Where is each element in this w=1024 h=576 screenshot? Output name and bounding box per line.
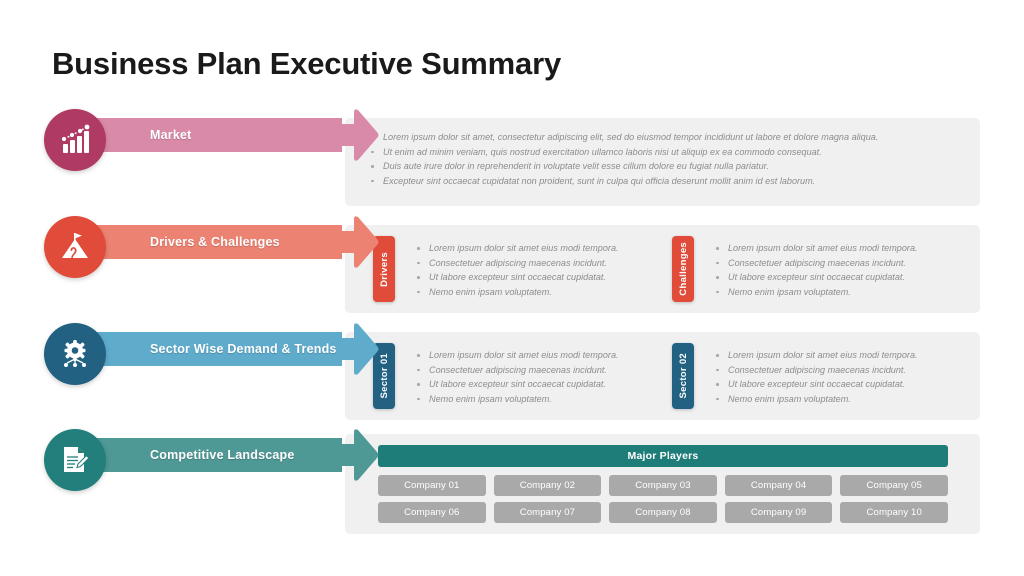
sector-02-bullet-list: Lorem ipsum dolor sit amet eius modi tem… xyxy=(712,348,918,406)
company-chip[interactable]: Company 02 xyxy=(493,475,602,496)
list-item: Consectetuer adipiscing maecenas incidun… xyxy=(712,363,918,378)
company-chip[interactable]: Company 10 xyxy=(840,502,948,523)
row-market: Lorem ipsum dolor sit amet, consectetur … xyxy=(0,109,1024,214)
list-item: Lorem ipsum dolor sit amet eius modi tem… xyxy=(712,348,918,363)
market-content-panel: Lorem ipsum dolor sit amet, consectetur … xyxy=(345,118,980,206)
arrow-head-icon xyxy=(324,107,380,163)
list-item: Ut labore excepteur sint occaecat cupida… xyxy=(413,377,619,392)
list-item: Ut labore excepteur sint occaecat cupida… xyxy=(712,270,918,285)
document-pencil-icon xyxy=(64,447,90,472)
drivers-challenges-arrow-label: Drivers & Challenges xyxy=(150,235,280,249)
arrow-head-icon xyxy=(324,427,380,483)
list-item: Nemo enim ipsam voluptatem. xyxy=(712,392,918,407)
list-item: Ut labore excepteur sint occaecat cupida… xyxy=(712,377,918,392)
competitive-arrow[interactable]: Competitive Landscape xyxy=(74,429,389,481)
list-item: Lorem ipsum dolor sit amet eius modi tem… xyxy=(413,348,619,363)
bar-chart-growth-icon xyxy=(61,124,90,153)
list-item: Consectetuer adipiscing maecenas incidun… xyxy=(712,256,918,271)
tab-challenges[interactable]: Challenges xyxy=(672,236,694,302)
arrow-bar xyxy=(74,332,342,366)
sector-01-bullet-list: Lorem ipsum dolor sit amet eius modi tem… xyxy=(413,348,619,406)
list-item: Consectetuer adipiscing maecenas incidun… xyxy=(413,363,619,378)
company-chip[interactable]: Company 04 xyxy=(724,475,833,496)
list-item: Duis aute irure dolor in reprehenderit i… xyxy=(367,159,878,174)
sector-icon-circle[interactable] xyxy=(44,323,106,385)
company-grid: Company 01 Company 02 Company 03 Company… xyxy=(378,475,948,523)
company-chip[interactable]: Company 07 xyxy=(493,502,602,523)
company-chip[interactable]: Company 01 xyxy=(378,475,486,496)
arrow-bar xyxy=(74,438,342,472)
list-item: Lorem ipsum dolor sit amet eius modi tem… xyxy=(413,241,619,256)
row-sector-wise-demand-trends: Sector 01 Lorem ipsum dolor sit amet eiu… xyxy=(0,323,1024,428)
sector-arrow-label: Sector Wise Demand & Trends xyxy=(150,342,337,356)
market-arrow-label: Market xyxy=(150,128,192,142)
drivers-challenges-arrow[interactable]: Drivers & Challenges xyxy=(74,216,389,268)
list-item: Ut enim ad minim veniam, quis nostrud ex… xyxy=(367,145,878,160)
competitive-content-panel: Major Players Company 01 Company 02 Comp… xyxy=(345,434,980,534)
row-drivers-challenges: Drivers Lorem ipsum dolor sit amet eius … xyxy=(0,216,1024,321)
mountain-flag-icon xyxy=(62,233,88,259)
sector-content-panel: Sector 01 Lorem ipsum dolor sit amet eiu… xyxy=(345,332,980,420)
list-item: Nemo enim ipsam voluptatem. xyxy=(413,285,619,300)
sector-arrow[interactable]: Sector Wise Demand & Trends xyxy=(74,323,389,375)
market-icon-circle[interactable] xyxy=(44,109,106,171)
company-chip[interactable]: Company 08 xyxy=(609,502,717,523)
tab-label: Sector 02 xyxy=(677,353,689,399)
list-item: Ut labore excepteur sint occaecat cupida… xyxy=(413,270,619,285)
list-item: Lorem ipsum dolor sit amet, consectetur … xyxy=(367,130,878,145)
market-bullet-list: Lorem ipsum dolor sit amet, consectetur … xyxy=(367,130,878,188)
list-item: Nemo enim ipsam voluptatem. xyxy=(413,392,619,407)
company-chip[interactable]: Company 03 xyxy=(609,475,717,496)
tab-label: Challenges xyxy=(677,242,689,296)
company-chip[interactable]: Company 09 xyxy=(724,502,833,523)
two-column-wrapper: Sector 01 Lorem ipsum dolor sit amet eiu… xyxy=(345,332,980,420)
competitive-icon-circle[interactable] xyxy=(44,429,106,491)
arrow-head-icon xyxy=(324,321,380,377)
tab-drivers[interactable]: Drivers xyxy=(373,236,395,302)
list-item: Nemo enim ipsam voluptatem. xyxy=(712,285,918,300)
two-column-wrapper: Drivers Lorem ipsum dolor sit amet eius … xyxy=(345,225,980,313)
drivers-challenges-content-panel: Drivers Lorem ipsum dolor sit amet eius … xyxy=(345,225,980,313)
market-arrow[interactable]: Market xyxy=(74,109,389,161)
company-chip[interactable]: Company 05 xyxy=(840,475,948,496)
list-item: Excepteur sint occaecat cupidatat non pr… xyxy=(367,174,878,189)
arrow-bar xyxy=(74,118,342,152)
company-chip[interactable]: Company 06 xyxy=(378,502,486,523)
arrow-bar xyxy=(74,225,342,259)
challenges-bullet-list: Lorem ipsum dolor sit amet eius modi tem… xyxy=(712,241,918,299)
list-item: Lorem ipsum dolor sit amet eius modi tem… xyxy=(712,241,918,256)
competitive-arrow-label: Competitive Landscape xyxy=(150,448,295,462)
page-title: Business Plan Executive Summary xyxy=(52,46,561,81)
major-players-header: Major Players xyxy=(378,445,948,467)
row-competitive-landscape: Major Players Company 01 Company 02 Comp… xyxy=(0,429,1024,539)
tab-sector-01[interactable]: Sector 01 xyxy=(373,343,395,409)
drivers-challenges-icon-circle[interactable] xyxy=(44,216,106,278)
arrow-head-icon xyxy=(324,214,380,270)
tab-sector-02[interactable]: Sector 02 xyxy=(672,343,694,409)
list-item: Consectetuer adipiscing maecenas incidun… xyxy=(413,256,619,271)
gear-network-icon xyxy=(64,340,86,367)
drivers-bullet-list: Lorem ipsum dolor sit amet eius modi tem… xyxy=(413,241,619,299)
